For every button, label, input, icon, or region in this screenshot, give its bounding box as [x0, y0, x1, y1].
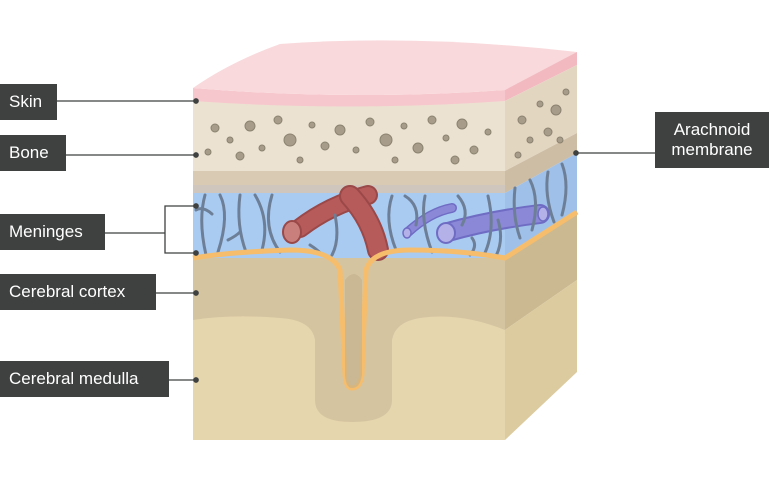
bone-pores [204, 88, 570, 165]
pia-mater-outline [192, 209, 579, 391]
artery-vessels [282, 185, 389, 261]
side-cortex [505, 212, 577, 330]
label-bone: Bone [0, 135, 66, 171]
arachnoid-trabeculae [194, 162, 568, 258]
side-skin [505, 52, 577, 101]
side-bone [505, 65, 577, 171]
label-arachnoid-membrane: Arachnoid membrane [655, 112, 769, 168]
sulcus-shadow [345, 274, 362, 388]
bone-inner-table [193, 171, 505, 185]
label-cerebral-medulla: Cerebral medulla [0, 361, 169, 397]
label-skin: Skin [0, 84, 57, 120]
side-bone-inner [505, 133, 577, 193]
label-cerebral-cortex: Cerebral cortex [0, 274, 156, 310]
skin-top-surface [193, 40, 577, 96]
leader-lines [57, 98, 655, 383]
label-meninges: Meninges [0, 214, 105, 250]
skin-layer [193, 88, 505, 107]
side-medulla [505, 280, 577, 440]
